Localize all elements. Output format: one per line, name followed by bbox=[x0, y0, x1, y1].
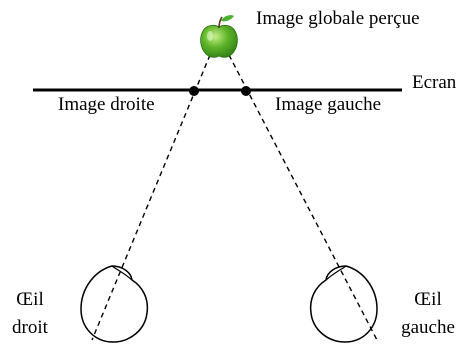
screen-label: Ecran bbox=[412, 72, 457, 93]
left-eye-label-line2: gauche bbox=[401, 317, 455, 338]
left-image-point bbox=[241, 86, 251, 96]
right-eye-icon bbox=[80, 265, 149, 343]
right-eye-label-line1: Œil bbox=[16, 289, 44, 310]
left-image-label: Image gauche bbox=[275, 94, 382, 115]
green-apple-icon bbox=[200, 15, 238, 58]
right-image-point bbox=[189, 86, 199, 96]
left-eye-label-line1: Œil bbox=[414, 289, 442, 310]
perceived-image-label: Image globale perçue bbox=[256, 8, 420, 29]
left-eye-icon bbox=[309, 265, 378, 343]
right-eye-label-line2: droit bbox=[12, 317, 48, 338]
right-image-label: Image droite bbox=[58, 94, 155, 115]
right-eye-sight-line bbox=[91, 54, 211, 341]
